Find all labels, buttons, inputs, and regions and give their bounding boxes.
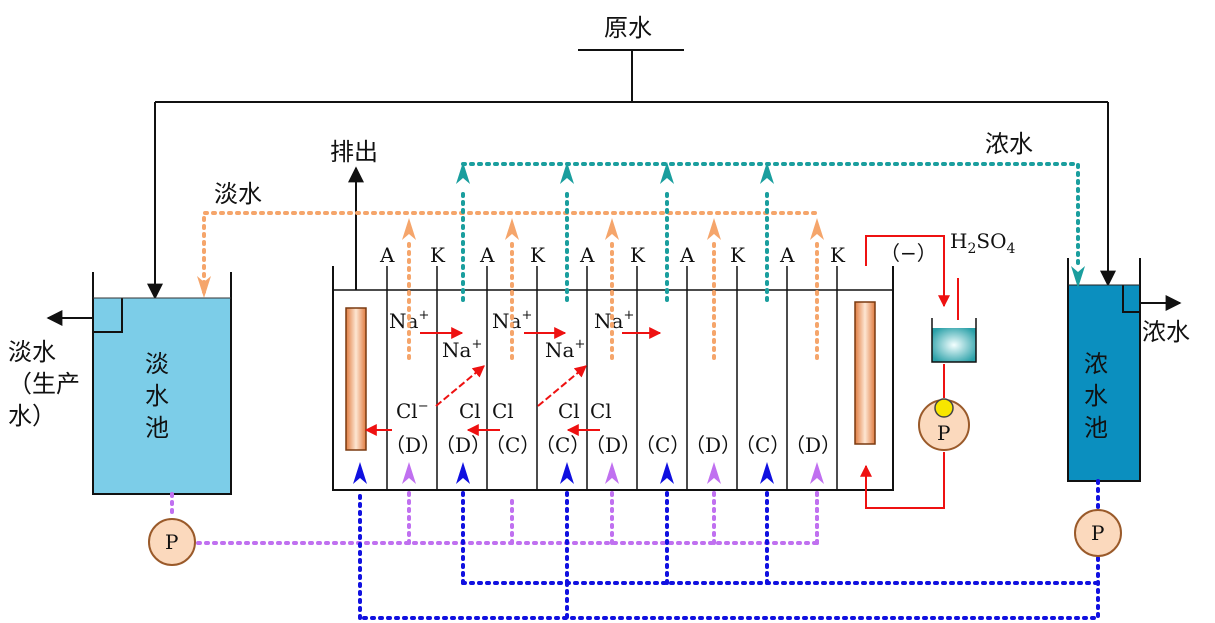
conc-feed-arrow-5 (760, 462, 774, 484)
compartment-label-9: （D） (785, 433, 841, 457)
na-label-2: Na+ (442, 337, 482, 362)
fresh-tank-label-1: 淡 (145, 350, 169, 378)
conc-outlet-arrow-2 (560, 162, 574, 184)
concentrate-tank (1067, 258, 1141, 482)
dilute-feed-arrow-3 (707, 462, 721, 484)
cl-label-5: Cl (590, 399, 612, 423)
pump-concentrate: P (1074, 509, 1122, 557)
membrane-label-2: K (430, 243, 446, 267)
fresh-water-return-lines (202, 211, 819, 360)
dilute-feed-lines (170, 488, 819, 545)
fresh-return-arrow (197, 276, 211, 298)
concentrate-feed-lines (358, 479, 1100, 620)
pump-conc-label: P (1091, 521, 1104, 545)
membrane-label-5: A (579, 243, 595, 267)
dilute-feed-arrow-1 (402, 462, 416, 484)
conc-tank-label-1: 浓 (1084, 350, 1108, 378)
pump-fresh: P (148, 518, 196, 566)
fresh-product-label-3: 水） (8, 402, 56, 430)
membrane-label-9: A (779, 243, 795, 267)
concentrate-return-lines (461, 162, 1080, 302)
membrane-lines (386, 266, 838, 490)
membrane-label-10: K (830, 243, 846, 267)
cl-sup-1: − (418, 399, 429, 414)
fresh-tank-label-2: 水 (145, 382, 169, 410)
membrane-label-6: K (630, 243, 646, 267)
acid-formula: H2SO4 (950, 229, 1015, 257)
membrane-label-4: K (530, 243, 546, 267)
conc-outlet-arrow-3 (660, 162, 674, 184)
cl-label-4: Cl (558, 399, 580, 423)
na-label-1: Na+ (389, 308, 429, 333)
pump-acid-label: P (937, 421, 950, 445)
fresh-outlet-arrow-5 (810, 218, 824, 240)
fresh-outlet-arrow-4 (707, 218, 721, 240)
compartment-label-1: （D） (385, 433, 441, 457)
fresh-product-label-2: （生产 (8, 370, 80, 398)
conc-feed-arrow-1 (353, 462, 367, 484)
pump-fresh-label: P (165, 530, 178, 554)
conc-feed-arrow-2 (456, 462, 470, 484)
conc-feed-arrow-4 (660, 462, 674, 484)
na-label-5: Na+ (594, 308, 634, 333)
compartment-label-6: （C） (635, 433, 690, 457)
cl-label-3: Cl (492, 399, 514, 423)
ion-labels: Cl− Cl Cl Cl Cl Na+ Na+ Na+ Na+ Na+ (389, 308, 634, 423)
fresh-outlet-arrow-2 (505, 218, 519, 240)
acid-tank (931, 318, 977, 363)
na-label-4: Na+ (545, 337, 585, 362)
membrane-label-3: A (479, 243, 495, 267)
membrane-label-1: A (379, 243, 395, 267)
conc-outlet-arrow-4 (760, 162, 774, 184)
raw-water-lines (147, 49, 1116, 300)
compartment-label-7: （D） (685, 433, 741, 457)
conc-tank-label-3: 池 (1084, 414, 1108, 442)
left-electrode (345, 307, 367, 451)
conc-outlet-arrow-1 (456, 162, 470, 184)
compartment-label-5: （D） (585, 433, 641, 457)
dilute-feed-arrow-2 (605, 462, 619, 484)
pump-acid: P (918, 398, 970, 451)
membrane-label-7: A (679, 243, 695, 267)
compartment-label-4: （C） (535, 433, 590, 457)
acid-circuit (860, 235, 959, 509)
concentrate-flow-label: 浓水 (985, 130, 1033, 158)
na-label-3: Na+ (492, 308, 532, 333)
dilute-feed-arrow-4 (810, 462, 824, 484)
fresh-water-tank (92, 272, 232, 495)
compartment-label-3: （C） (485, 433, 540, 457)
compartment-labels: （D）（D）（C）（C）（D）（C）（D）（C）（D） (385, 433, 841, 457)
compartment-label-2: （D） (435, 433, 491, 457)
raw-water-label: 原水 (604, 14, 652, 42)
fresh-water-flow-label: 淡水 (214, 180, 262, 208)
conc-return-arrow (1071, 266, 1085, 288)
fresh-outlet-arrow-3 (605, 218, 619, 240)
right-electrode (854, 301, 876, 445)
cl-label-1: Cl− (396, 399, 429, 423)
compartment-label-8: （C） (735, 433, 790, 457)
fresh-outlet-arrow-1 (402, 218, 416, 240)
fresh-tank-label-3: 池 (145, 414, 169, 442)
flow-arrows (197, 162, 1085, 484)
discharge-label: 排出 (330, 138, 378, 166)
conc-feed-arrow-3 (560, 462, 574, 484)
conc-tank-label-2: 水 (1084, 382, 1108, 410)
conc-out-label: 浓水 (1142, 318, 1190, 346)
membrane-label-8: K (730, 243, 746, 267)
electrode-sign: （−） (880, 241, 937, 265)
ion-migration-arrows (364, 327, 662, 436)
cl-label-2: Cl (459, 399, 481, 423)
fresh-product-label-1: 淡水 (8, 338, 56, 366)
